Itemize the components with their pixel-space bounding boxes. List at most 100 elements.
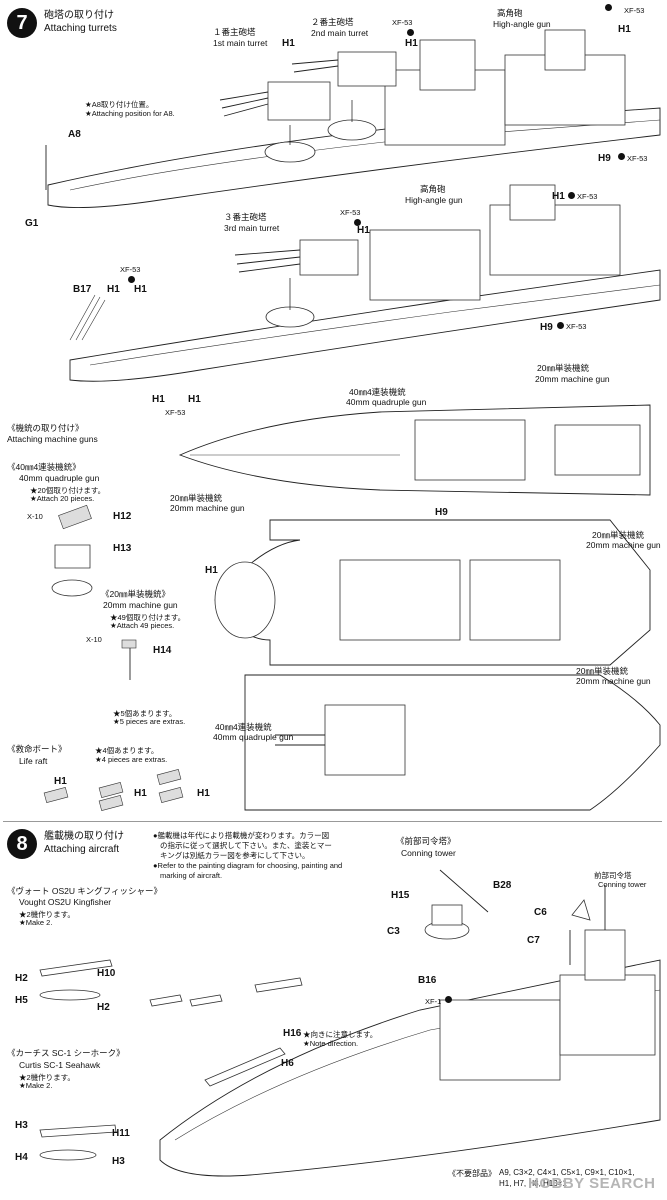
single-note-en: ★Attach 49 pieces. (110, 621, 175, 630)
step-8-note-en-2: marking of aircraft. (160, 871, 223, 880)
part-b17: B17 (73, 284, 92, 295)
step-7-number: 7 (7, 8, 37, 38)
high-angle-jp-1: 高角砲 (497, 8, 523, 18)
part-xf53-f: XF-53 (566, 322, 587, 331)
label-20mm-jp-4: 20㎜単装機銃 (576, 666, 628, 676)
part-h6: H6 (281, 1058, 294, 1069)
high-angle-jp-2: 高角砲 (420, 184, 446, 194)
vought-make-jp: ★2機作ります。 (19, 910, 75, 919)
part-x10-b: X-10 (86, 635, 102, 644)
part-h9-c: H9 (435, 507, 448, 518)
part-h1-g: H1 (134, 284, 147, 295)
liferaft-heading-jp: 《救命ボート》 (7, 744, 67, 754)
part-h1-c: H1 (618, 24, 631, 35)
part-h13: H13 (113, 543, 132, 554)
unused-line-1: A9, C3×2, C4×1, C5×1, C9×1, C10×1, (499, 1168, 635, 1177)
unused-line-2: H1, H7, H8, H13×1 (499, 1179, 567, 1188)
curtis-heading-en: Curtis SC-1 Seahawk (19, 1060, 101, 1070)
turret1-en: 1st main turret (213, 38, 268, 48)
part-h4: H4 (15, 1152, 28, 1163)
part-b28: B28 (493, 880, 512, 891)
part-a8: A8 (68, 129, 81, 140)
paint-dot-icon (128, 276, 135, 283)
paint-dot-icon (618, 153, 625, 160)
paint-dot-icon (557, 322, 564, 329)
paint-dot-icon (354, 219, 361, 226)
liferaft-note-en: ★4 pieces are extras. (95, 755, 168, 764)
a8-note-jp: ★A8取り付け位置。 (85, 100, 154, 109)
high-angle-en-2: High-angle gun (405, 195, 463, 205)
step-7-title-jp: 砲塔の取り付け (44, 10, 114, 21)
part-xf53-c: XF-53 (627, 154, 648, 163)
step-8-note-jp-1: ●艦載機は年代により搭載機が変わります。カラー図 (153, 831, 330, 840)
conning-heading-jp: 《前部司令塔》 (396, 836, 456, 846)
curtis-heading-jp: 《カーチス SC-1 シーホーク》 (7, 1048, 125, 1058)
part-b16: B16 (418, 975, 437, 986)
part-xf53-h: XF-53 (165, 408, 186, 417)
part-c6: C6 (534, 907, 547, 918)
part-h3-a: H3 (15, 1120, 28, 1131)
turret1-jp: １番主砲塔 (213, 27, 256, 37)
liferaft-note-jp: ★4個あまります。 (95, 746, 159, 755)
turret2-jp: ２番主砲塔 (311, 17, 354, 27)
label-20mm-en-2: 20mm machine gun (170, 503, 245, 513)
label-20mm-en-3: 20mm machine gun (586, 540, 661, 550)
part-h9-a: H9 (598, 153, 611, 164)
part-h1-h: H1 (152, 394, 165, 405)
paint-dot-icon (445, 996, 452, 1003)
step-7-drawing (43, 29, 661, 812)
unused-heading: 《不要部品》 (448, 1169, 496, 1178)
quad-heading-en: 40mm quadruple gun (19, 473, 100, 483)
part-h3-b: H3 (112, 1156, 125, 1167)
paint-dot-icon (407, 29, 414, 36)
step-8-note-jp-3: キングは別紙カラー図を参考にして下さい。 (160, 851, 310, 860)
part-xf53-d: XF-53 (340, 208, 361, 217)
vought-make-en: ★Make 2. (19, 918, 53, 927)
turret2-en: 2nd main turret (311, 28, 369, 38)
step-8-title-jp: 艦載機の取り付け (44, 831, 124, 842)
part-c3: C3 (387, 926, 400, 937)
part-h10: H10 (97, 968, 116, 979)
part-h1-e: H1 (552, 191, 565, 202)
part-h9-b: H9 (540, 322, 553, 333)
paint-dot-icon (605, 4, 612, 11)
part-x10-a: X-10 (27, 512, 43, 521)
part-h2-a: H2 (15, 973, 28, 984)
extras-en: ★5 pieces are extras. (113, 717, 186, 726)
part-h2-b: H2 (97, 1002, 110, 1013)
part-h1-f: H1 (107, 284, 120, 295)
label-20mm-jp-1: 20㎜単装機銃 (537, 363, 589, 373)
part-h1-m: H1 (197, 788, 210, 799)
liferaft-heading-en: Life raft (19, 756, 48, 766)
paint-dot-icon (568, 192, 575, 199)
part-xf53-a: XF-53 (392, 18, 413, 27)
step-8-note-en-1: ●Refer to the painting diagram for choos… (153, 861, 343, 870)
turret3-en: 3rd main turret (224, 223, 280, 233)
step-7-title-en: Attaching turrets (44, 23, 117, 34)
part-h1-d: H1 (357, 225, 370, 236)
part-h15: H15 (391, 890, 410, 901)
part-h14: H14 (153, 645, 172, 656)
label-20mm-en-1: 20mm machine gun (535, 374, 610, 384)
curtis-make-en: ★Make 2. (19, 1081, 53, 1090)
part-xf1: XF-1 (425, 997, 442, 1006)
high-angle-en-1: High-angle gun (493, 19, 551, 29)
conning2-en: Conning tower (598, 880, 647, 889)
label-40mm-jp-1: 40㎜4連装機銃 (349, 387, 406, 397)
part-h11: H11 (112, 1128, 130, 1139)
part-h16: H16 (283, 1028, 302, 1039)
label-40mm-en-1: 40mm quadruple gun (346, 397, 427, 407)
label-40mm-en-2: 40mm quadruple gun (213, 732, 294, 742)
step-8-number: 8 (7, 829, 37, 859)
single-heading-jp: 《20㎜単装機銃》 (101, 589, 170, 599)
part-xf53-e: XF-53 (577, 192, 598, 201)
conning-heading-en: Conning tower (401, 848, 456, 858)
single-heading-en: 20mm machine gun (103, 600, 178, 610)
part-h1-i: H1 (188, 394, 201, 405)
label-20mm-en-4: 20mm machine gun (576, 676, 651, 686)
watermark: HOBBY SEARCH (528, 1175, 656, 1192)
extras-jp: ★5個あまります。 (113, 709, 177, 718)
part-h1-k: H1 (54, 776, 67, 787)
quad-heading-jp: 《40㎜4連装機銃》 (7, 462, 81, 472)
direction-en: ★Note direction. (303, 1039, 359, 1048)
